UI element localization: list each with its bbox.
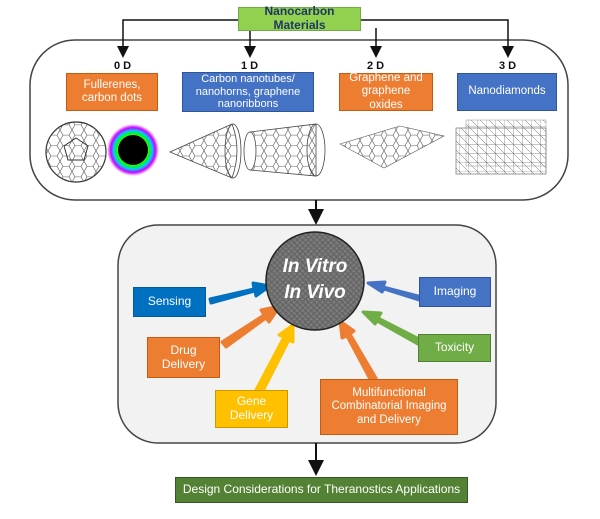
application-gene-delivery: Gene Delivery [215, 390, 288, 428]
material-box-3d: Nanodiamonds [457, 73, 557, 111]
application-sensing: Sensing [133, 287, 206, 317]
material-box-0d: Fullerenes, carbon dots [66, 73, 158, 111]
application-multifunctional: Multifunctional Combinatorial Imaging an… [320, 379, 458, 435]
multifunctional-arrow [338, 319, 378, 383]
materials-panel [29, 39, 569, 201]
dimension-label-1d: 1 D [241, 60, 259, 72]
in-vitro-in-vivo-circle [265, 231, 365, 331]
material-box-2d: Graphene and graphene oxides [339, 72, 433, 111]
application-drug-delivery: Drug Delivery [147, 337, 220, 378]
graphene-sheet-icon [339, 125, 445, 169]
gene-delivery-arrow [254, 323, 295, 395]
dimension-label-0d: 0 D [114, 60, 132, 72]
drug-delivery-arrow [220, 304, 282, 349]
center-label-in-vitro: In Vitro [282, 256, 348, 277]
nanohorn-icon [168, 123, 242, 179]
sensing-arrow [208, 281, 272, 305]
nanocarbon-materials-title: Nanocarbon Materials [238, 4, 361, 32]
carbon-dot-icon [107, 124, 159, 176]
center-label-in-vivo: In Vivo [284, 282, 346, 303]
design-considerations-title: Design Considerations for Theranostics A… [175, 477, 468, 503]
nanotube-icon [243, 123, 326, 177]
imaging-arrow [366, 280, 421, 302]
dimension-label-3d: 3 D [499, 60, 517, 72]
connector-3d [361, 19, 514, 58]
nanodiamond-lattice-icon [455, 119, 547, 175]
fullerene-icon [45, 121, 107, 183]
application-toxicity: Toxicity [418, 334, 491, 362]
toxicity-arrow [361, 310, 427, 349]
connector-0d [117, 19, 238, 58]
material-box-1d: Carbon nanotubes/ nanohorns, graphene na… [182, 72, 314, 112]
dimension-label-2d: 2 D [367, 60, 385, 72]
application-imaging: Imaging [419, 277, 491, 307]
